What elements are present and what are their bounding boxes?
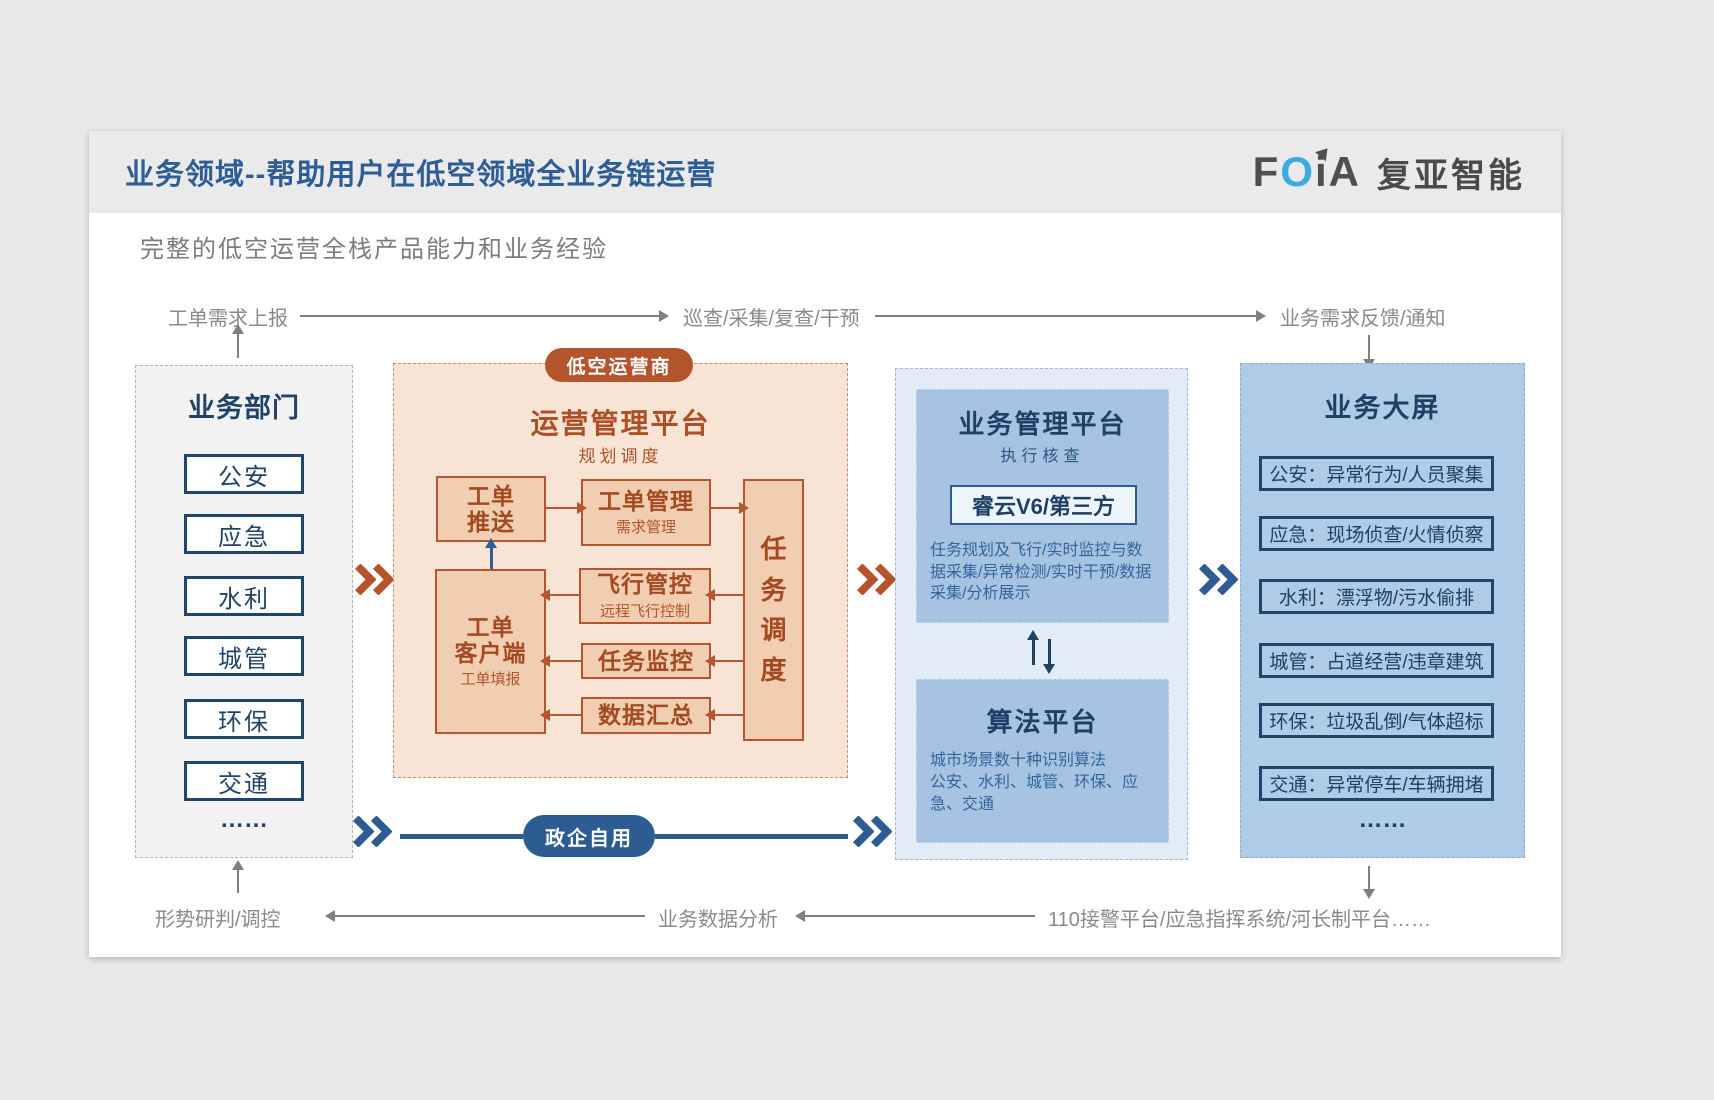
department-item-water: 水利	[184, 576, 304, 616]
box-task-monitor-label: 任务监控	[598, 647, 694, 674]
arrow-down-notify	[1363, 335, 1375, 369]
logo-letter-f: F	[1252, 148, 1281, 195]
box-task-monitor: 任务监控	[581, 643, 711, 679]
screen-item-emergency: 应急：现场侦查/火情侦察	[1259, 516, 1494, 551]
business-platform-panel: 业务管理平台 执行核查 睿云V6/第三方 任务规划及飞行/实时监控与数据采集/异…	[916, 389, 1169, 623]
bottom-step-3: 110接警平台/应急指挥系统/河长制平台……	[1048, 909, 1431, 931]
top-flow-step-3: 业务需求反馈/通知	[1280, 308, 1446, 330]
ops-platform-subtitle: 规划调度	[578, 447, 663, 466]
box-data-summary: 数据汇总	[581, 697, 711, 734]
big-screen-title: 业务大屏	[1324, 393, 1441, 423]
logo-company-name: 复亚智能	[1377, 156, 1525, 195]
chevron-right-icon	[1206, 563, 1239, 596]
arrow-top-2	[875, 310, 1266, 322]
arrow-down-from-screen	[1363, 866, 1375, 899]
chevron-right-icon	[864, 563, 897, 596]
screen-item-water: 水利：漂浮物/污水偷排	[1259, 579, 1494, 614]
box-task-dispatch: 任务调度	[743, 479, 804, 741]
screen-item-traffic: 交通：异常停车/车辆拥堵	[1259, 766, 1494, 801]
box-workorder-push-label: 工单 推送	[467, 482, 515, 535]
box-flight-control-sub: 远程飞行控制	[599, 602, 690, 620]
algorithm-platform-panel: 算法平台 城市场景数十种识别算法 公安、水利、城管、环保、应急、交通	[916, 679, 1169, 843]
business-platform-title: 业务管理平台	[958, 409, 1127, 439]
screen-more-dots: ……	[1358, 806, 1407, 833]
business-container: 业务管理平台 执行核查 睿云V6/第三方 任务规划及飞行/实时监控与数据采集/异…	[895, 368, 1188, 860]
sync-arrow-up	[1027, 630, 1039, 665]
arrow-platforms-to-analysis	[795, 910, 1035, 922]
algorithm-desc-line1: 城市场景数十种识别算法	[930, 752, 1107, 769]
screen-item-environment: 环保：垃圾乱倒/气体超标	[1259, 703, 1494, 738]
arrow-top-1	[300, 310, 669, 322]
logo-mark: FOiA	[1252, 143, 1361, 195]
box-workorder-manage: 工单管理 需求管理	[581, 479, 711, 546]
flow-chevron-blue-1	[1188, 563, 1239, 596]
arrow-analysis-to-judge	[325, 910, 645, 922]
algorithm-desc-line2: 公安、水利、城管、环保、应急、交通	[930, 774, 1139, 813]
box-flight-control-label: 飞行管控	[597, 571, 693, 598]
bottom-step-2: 业务数据分析	[658, 909, 778, 931]
business-platform-desc: 任务规划及飞行/实时监控与数据采集/异常检测/实时干预/数据采集/分析展示	[930, 542, 1152, 603]
algorithm-platform-title: 算法平台	[986, 707, 1099, 737]
arrow-monitor-to-client	[540, 655, 581, 667]
flow-chevron-orange-1	[344, 563, 395, 596]
box-task-dispatch-label: 任务调度	[760, 534, 787, 686]
brand-logo: FOiA 复亚智能	[1252, 143, 1525, 197]
business-platform-subtitle: 执行核查	[1000, 448, 1085, 465]
screen-item-urban: 城管：占道经营/违章建筑	[1259, 643, 1494, 678]
chevron-right-icon	[360, 815, 393, 848]
departments-more-dots: ……	[220, 806, 268, 833]
chevron-right-icon	[362, 563, 395, 596]
box-workorder-push: 工单 推送	[436, 476, 546, 542]
arrow-dispatch-to-monitor	[705, 655, 743, 667]
bottom-chevron-left	[342, 815, 393, 848]
logo-letters-ia: iA	[1315, 148, 1361, 195]
arrow-up-report	[232, 324, 244, 358]
sync-arrow-down	[1043, 639, 1055, 674]
flow-chevron-orange-2	[846, 563, 897, 596]
department-item-emergency: 应急	[184, 514, 304, 554]
box-workorder-client-sub: 工单填报	[460, 671, 521, 689]
ops-platform-title: 运营管理平台	[530, 408, 711, 439]
operator-badge: 低空运营商	[545, 348, 693, 382]
department-item-traffic: 交通	[184, 761, 304, 801]
departments-panel: 业务部门 公安 应急 水利 城管 环保 交通 ……	[135, 365, 353, 858]
box-workorder-manage-label: 工单管理	[598, 487, 694, 514]
department-item-environment: 环保	[184, 699, 304, 739]
bottom-chevron-right	[842, 815, 893, 848]
header-bar: 业务领域--帮助用户在低空领域全业务链运营 FOiA 复亚智能	[89, 131, 1561, 213]
box-workorder-client-label: 工单 客户端	[454, 613, 527, 666]
arrow-dispatch-to-flight	[705, 589, 743, 601]
arrow-flight-to-client	[540, 589, 579, 601]
big-screen-panel: 业务大屏 公安：异常行为/人员聚集 应急：现场侦查/火情侦察 水利：漂浮物/污水…	[1240, 363, 1525, 858]
top-flow-step-1: 工单需求上报	[168, 308, 288, 330]
department-item-police: 公安	[184, 454, 304, 494]
ops-platform-panel: 运营管理平台 规划调度 工单 推送 工单管理 需求管理 任务调度 工单 客户端 …	[393, 363, 848, 778]
arrow-data-to-client	[540, 709, 581, 721]
arrow-push-to-manage	[546, 502, 587, 514]
arrow-manage-to-dispatch	[711, 502, 749, 514]
slide-card: 业务领域--帮助用户在低空领域全业务链运营 FOiA 复亚智能 完整的低空运营全…	[89, 131, 1561, 957]
department-item-urban: 城管	[184, 636, 304, 676]
bottom-line-left	[400, 834, 523, 839]
page-title: 业务领域--帮助用户在低空领域全业务链运营	[125, 159, 717, 191]
logo-letter-o: O	[1280, 148, 1315, 195]
departments-title: 业务部门	[188, 393, 300, 423]
box-flight-control: 飞行管控 远程飞行控制	[579, 568, 711, 624]
box-workorder-manage-sub: 需求管理	[615, 519, 676, 537]
box-workorder-client: 工单 客户端 工单填报	[435, 569, 546, 734]
self-use-badge: 政企自用	[523, 815, 655, 857]
bottom-line-right	[655, 834, 848, 839]
core-system-box: 睿云V6/第三方	[950, 485, 1137, 525]
chevron-right-icon	[860, 815, 893, 848]
box-data-summary-label: 数据汇总	[598, 702, 694, 729]
screen-item-police: 公安：异常行为/人员聚集	[1259, 456, 1494, 491]
arrow-up-to-departments	[232, 860, 244, 893]
bottom-step-1: 形势研判/调控	[155, 909, 281, 931]
top-flow-step-2: 巡查/采集/复查/干预	[683, 308, 860, 330]
slide-subtitle: 完整的低空运营全栈产品能力和业务经验	[140, 236, 608, 263]
arrow-dispatch-to-data	[705, 709, 743, 721]
arrow-client-to-push	[485, 538, 497, 569]
